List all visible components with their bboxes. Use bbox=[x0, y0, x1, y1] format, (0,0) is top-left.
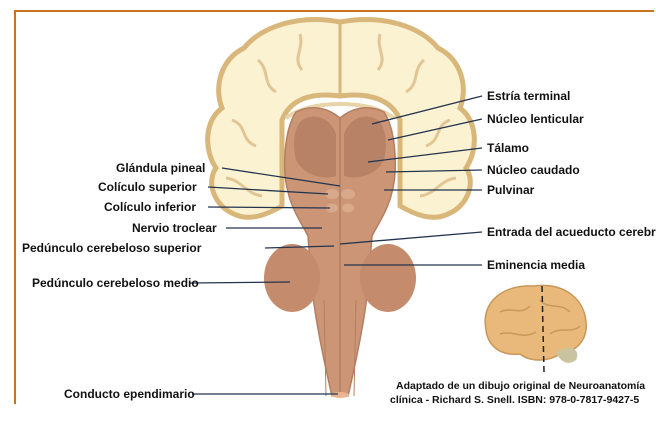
label-coliculo-inferior: Colículo inferior bbox=[104, 200, 196, 214]
credit-line-2: clínica - Richard S. Snell. ISBN: 978-0-… bbox=[390, 394, 639, 407]
credit-line-1: Adaptado de un dibujo original de Neuroa… bbox=[396, 380, 645, 393]
label-glandula-pineal: Glándula pineal bbox=[116, 161, 205, 175]
brainstem bbox=[264, 108, 416, 398]
label-eminencia-media: Eminencia media bbox=[487, 258, 585, 272]
label-pulvinar: Pulvinar bbox=[487, 183, 534, 197]
label-nucleo-lenticular: Núcleo lenticular bbox=[487, 112, 584, 126]
label-nucleo-caudado: Núcleo caudado bbox=[487, 163, 580, 177]
label-pedunculo-medio: Pedúnculo cerebeloso medio bbox=[32, 276, 199, 290]
label-conducto-ependimario: Conducto ependimario bbox=[64, 387, 195, 401]
label-nervio-troclear: Nervio troclear bbox=[132, 221, 217, 235]
label-talamo: Tálamo bbox=[487, 141, 529, 155]
label-estria-terminal: Estría terminal bbox=[487, 89, 570, 103]
label-coliculo-superior: Colículo superior bbox=[98, 180, 197, 194]
inset-brain-icon bbox=[485, 285, 586, 372]
label-entrada-acueducto: Entrada del acueducto cerebral bbox=[487, 225, 656, 239]
label-pedunculo-superior: Pedúnculo cerebeloso superior bbox=[22, 241, 201, 255]
